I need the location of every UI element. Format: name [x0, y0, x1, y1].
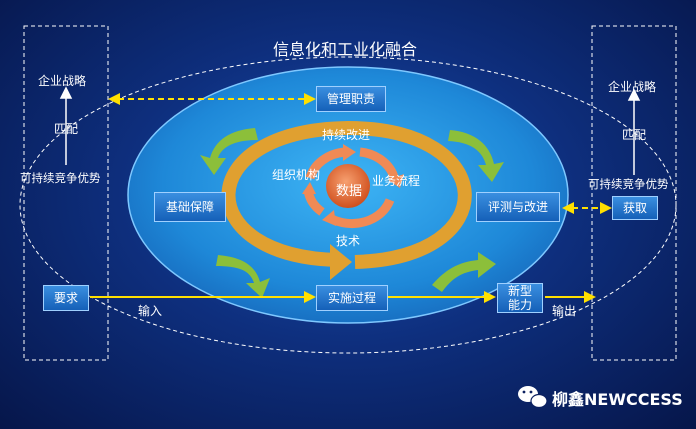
management-box: 管理职责: [316, 86, 386, 112]
left-strategy-label: 企业战略: [38, 74, 87, 88]
data-circle: [326, 164, 370, 208]
wechat-icon: [518, 386, 548, 409]
yellow-dashed-arrows: [108, 93, 612, 214]
organization-label: 组织机构: [272, 168, 321, 182]
diagram-title: 信息化和工业化融合: [273, 40, 418, 59]
data-label: 数据: [336, 184, 363, 199]
acquire-box: 获取: [612, 196, 658, 220]
right-strategy-label: 企业战略: [608, 80, 657, 94]
new-ability-box: 新型能力: [497, 283, 543, 313]
input-label: 输入: [138, 304, 163, 318]
left-match-label: 匹配: [54, 122, 79, 136]
basic-support-box: 基础保障: [154, 192, 226, 222]
requirement-box: 要求: [43, 285, 89, 311]
orange-ring: [221, 120, 472, 280]
inner-cycle-arrowheads: [302, 144, 404, 226]
watermark-text: 柳鑫NEWCCESS: [552, 390, 683, 409]
implementation-box: 实施过程: [316, 285, 388, 311]
business-process-label: 业务流程: [372, 174, 421, 188]
left-dashed-column: [23, 25, 109, 361]
column-up-arrows: [59, 86, 641, 175]
inner-cycle-arrows: [303, 147, 400, 229]
green-arrows: [200, 128, 504, 298]
left-advantage-label: 可持续竞争优势: [20, 171, 101, 185]
right-dashed-column: [591, 25, 677, 361]
evaluate-improve-box: 评测与改进: [476, 192, 560, 222]
yellow-flow-line: [90, 291, 596, 303]
output-label: 输出: [552, 304, 577, 318]
technology-label: 技术: [336, 234, 361, 248]
continuous-improvement-label: 持续改进: [322, 128, 371, 142]
right-advantage-label: 可持续竞争优势: [588, 177, 669, 191]
right-match-label: 匹配: [622, 128, 647, 142]
